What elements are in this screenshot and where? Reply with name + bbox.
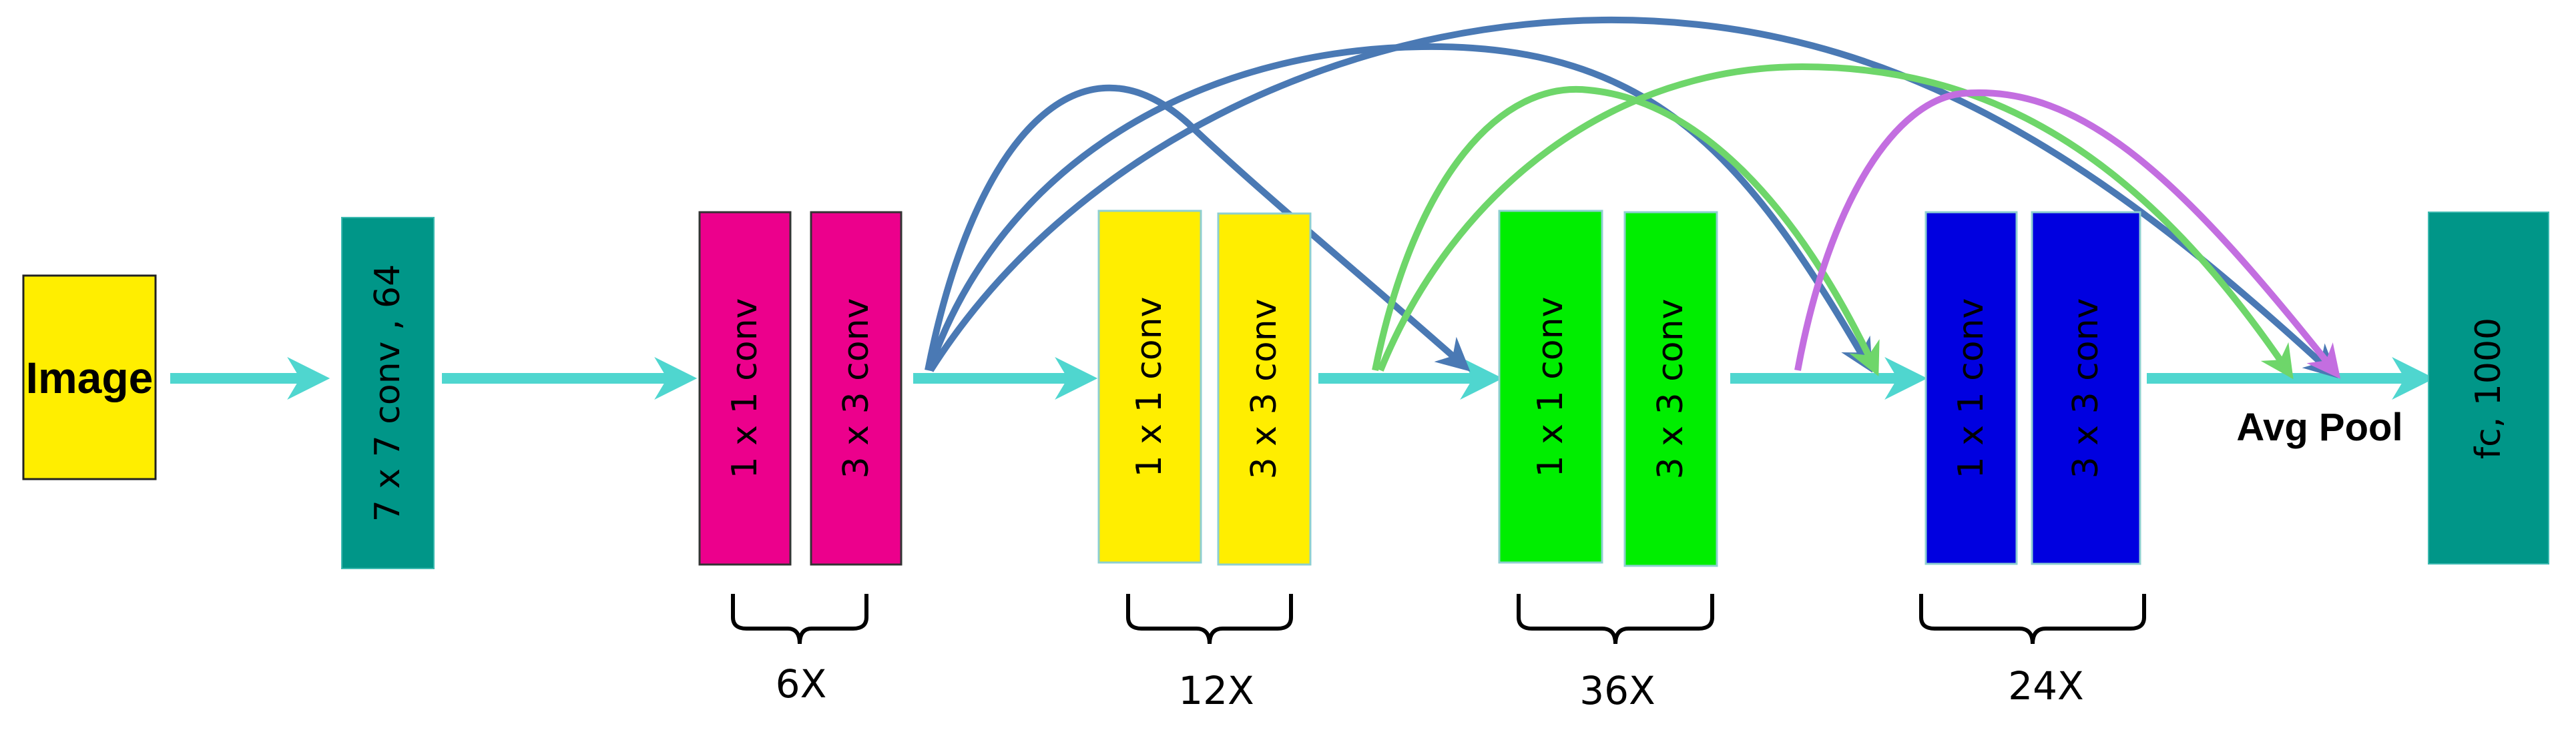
dense-block-3: 1 x 1 conv 3 x 3 conv 36X xyxy=(1498,210,1718,713)
block3-conv-a-box xyxy=(1498,210,1603,564)
image-box xyxy=(22,274,157,480)
image-node: Image xyxy=(22,274,157,480)
skip-blue-block1-to-block4 xyxy=(926,43,1873,373)
skip-blue-block1-to-fc xyxy=(927,16,2338,378)
block4-conv-b-box xyxy=(2031,211,2141,565)
block1-brace xyxy=(731,594,868,645)
conv7-box xyxy=(341,217,435,569)
block4-conv-a-label: 1 x 1 conv xyxy=(1951,298,1991,479)
block1-conv-b-box xyxy=(810,211,903,566)
dense-block-1: 1 x 1 conv 3 x 3 conv 6X xyxy=(698,211,903,707)
block2-brace xyxy=(1126,594,1293,645)
block4-brace xyxy=(1919,594,2146,645)
fc-box xyxy=(2428,212,2549,565)
block3-conv-a-label: 1 x 1 conv xyxy=(1531,297,1571,478)
block2-conv-b-box xyxy=(1217,212,1312,566)
block1-conv-b-label: 3 x 3 conv xyxy=(836,298,876,479)
block2-conv-a-label: 1 x 1 conv xyxy=(1129,297,1170,478)
block2-conv-a-box xyxy=(1097,210,1202,564)
image-label: Image xyxy=(26,353,154,402)
dense-block-2: 1 x 1 conv 3 x 3 conv 12X xyxy=(1097,210,1312,713)
block2-repeat-label: 12X xyxy=(1178,668,1254,713)
fc-node: fc, 1000 xyxy=(2428,212,2549,565)
block4-conv-b-label: 3 x 3 conv xyxy=(2066,298,2106,479)
fc-label: fc, 1000 xyxy=(2469,318,2509,459)
dense-block-4: 1 x 1 conv 3 x 3 conv 24X xyxy=(1919,211,2146,709)
block1-repeat-label: 6X xyxy=(776,661,827,707)
skip-green-block2-to-block4 xyxy=(1372,85,1880,377)
block3-brace xyxy=(1517,594,1714,645)
block4-conv-a-box xyxy=(1924,211,2018,565)
block3-conv-b-box xyxy=(1623,211,1718,567)
block3-conv-b-label: 3 x 3 conv xyxy=(1651,299,1691,480)
skip-purple-block3-to-fc xyxy=(1794,89,2341,379)
avg-pool-label: Avg Pool xyxy=(2236,406,2402,449)
conv7-label: 7 x 7 conv , 64 xyxy=(368,264,408,522)
block3-repeat-label: 36X xyxy=(1579,668,1655,713)
conv7-node: 7 x 7 conv , 64 xyxy=(341,217,435,569)
block2-conv-b-label: 3 x 3 conv xyxy=(1244,299,1284,480)
block1-conv-a-box xyxy=(698,211,792,566)
skip-connections xyxy=(925,16,2341,380)
skip-green-block2-to-fc xyxy=(1377,63,2294,380)
skip-blue-block1-to-block3 xyxy=(925,84,1471,372)
block1-conv-a-label: 1 x 1 conv xyxy=(725,298,765,479)
block4-repeat-label: 24X xyxy=(2008,663,2084,709)
